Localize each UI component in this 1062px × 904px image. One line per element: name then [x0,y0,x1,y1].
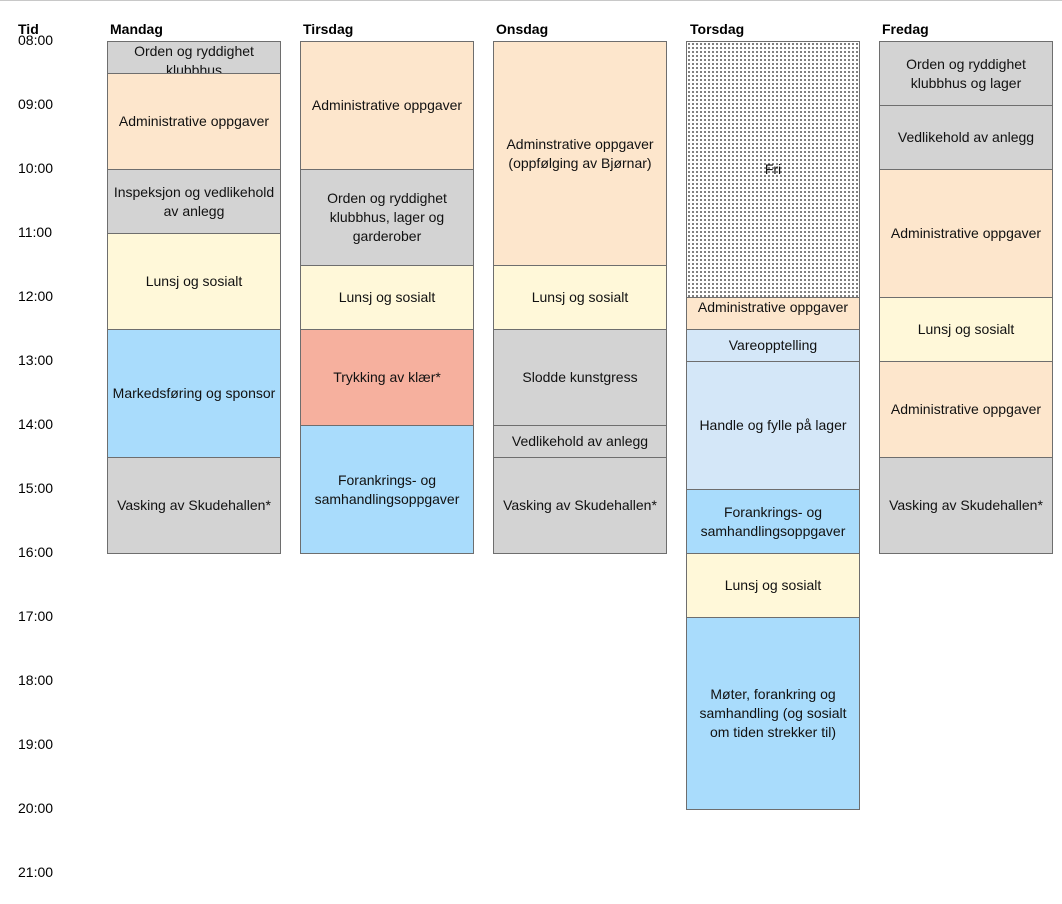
schedule-block-label: Administrative oppgaver [890,401,1042,417]
schedule-block-label: Vedlikehold av anlegg [897,129,1035,145]
schedule-block-monday: Inspeksjon og vedlikehold av anlegg [107,169,281,234]
schedule-block-thursday: Forankrings- og samhandlingsoppgaver [686,489,860,554]
schedule-block-label: Vedlikehold av anlegg [511,433,649,449]
schedule-block-thursday: Handle og fylle på lager [686,361,860,490]
schedule-block-label: Vareopptelling [728,337,818,353]
schedule-block-label: Orden og ryddighet klubbhus og lager [906,55,1026,91]
schedule-block-label: Adminstrative oppgaver (oppfølging av Bj… [506,135,654,171]
schedule-block-label: Slodde kunstgress [522,369,638,385]
schedule-block-monday: Orden og ryddighet klubbhus [107,41,281,74]
schedule-block-label: Administrative oppgaver [697,299,849,315]
schedule-block-wednesday: Vedlikehold av anlegg [493,425,667,458]
time-label: 20:00 [18,800,54,816]
schedule-block-label: Fri [764,161,782,177]
day-header-tuesday: Tirsdag [303,21,354,37]
day-header-friday: Fredag [882,21,929,37]
time-label: 10:00 [18,160,54,176]
schedule-block-tuesday: Lunsj og sosialt [300,265,474,330]
schedule-block-label: Lunsj og sosialt [145,273,243,289]
time-label: 15:00 [18,480,54,496]
schedule-block-label: Inspeksjon og vedlikehold av anlegg [113,183,275,219]
schedule-block-label: Vasking av Skudehallen* [889,497,1043,513]
schedule-block-wednesday: Vasking av Skudehallen* [493,457,667,554]
schedule-block-label: Lunsj og sosialt [917,321,1015,337]
day-header-wednesday: Onsdag [496,21,549,37]
time-label: 18:00 [18,672,54,688]
schedule-block-label: Handle og fylle på lager [699,417,847,433]
schedule-block-monday: Markedsføring og sponsor [107,329,281,458]
top-border-line [0,0,1062,1]
schedule-block-tuesday: Orden og ryddighet klubbhus, lager og ga… [300,169,474,266]
time-column-header: Tid [18,21,39,37]
time-label: 12:00 [18,288,54,304]
schedule-block-thursday: Fri [686,41,860,298]
schedule-block-label: Forankrings- og samhandlingsoppgaver [700,503,846,539]
time-label: 17:00 [18,608,54,624]
schedule-block-label: Administrative oppgaver [118,113,270,129]
schedule-block-label: Administrative oppgaver [311,97,463,113]
time-label: 08:00 [18,32,54,48]
schedule-block-friday: Lunsj og sosialt [879,297,1053,362]
schedule-block-wednesday: Slodde kunstgress [493,329,667,426]
schedule-block-tuesday: Administrative oppgaver [300,41,474,170]
schedule-block-label: Vasking av Skudehallen* [117,497,271,513]
schedule-block-label: Markedsføring og sponsor [112,385,276,401]
schedule-block-label: Trykking av klær* [333,369,441,385]
schedule-block-friday: Vedlikehold av anlegg [879,105,1053,170]
schedule-block-tuesday: Forankrings- og samhandlingsoppgaver [300,425,474,554]
schedule-block-label: Orden og ryddighet klubbhus [134,43,254,74]
schedule-block-tuesday: Trykking av klær* [300,329,474,426]
time-label: 16:00 [18,544,54,560]
schedule-block-label: Lunsj og sosialt [531,289,629,305]
schedule-block-label: Lunsj og sosialt [338,289,436,305]
schedule-block-label: Lunsj og sosialt [724,577,822,593]
time-label: 14:00 [18,416,54,432]
time-label: 11:00 [18,224,52,240]
schedule-block-friday: Orden og ryddighet klubbhus og lager [879,41,1053,106]
time-label: 09:00 [18,96,54,112]
day-header-thursday: Torsdag [690,21,745,37]
schedule-block-label: Forankrings- og samhandlingsoppgaver [314,471,460,507]
day-header-monday: Mandag [110,21,163,37]
schedule-block-monday: Lunsj og sosialt [107,233,281,330]
schedule-block-monday: Administrative oppgaver [107,73,281,170]
time-label: 19:00 [18,736,54,752]
schedule-block-thursday: Møter, forankring og samhandling (og sos… [686,617,860,810]
schedule-block-thursday: Vareopptelling [686,329,860,362]
time-label: 21:00 [18,864,54,880]
schedule-block-friday: Vasking av Skudehallen* [879,457,1053,554]
schedule-block-label: Administrative oppgaver [890,225,1042,241]
schedule-block-friday: Administrative oppgaver [879,361,1053,458]
schedule-block-label: Orden og ryddighet klubbhus, lager og ga… [327,190,447,244]
schedule-block-monday: Vasking av Skudehallen* [107,457,281,554]
schedule-block-wednesday: Lunsj og sosialt [493,265,667,330]
schedule-block-thursday: Administrative oppgaver [686,297,860,330]
schedule-block-thursday: Lunsj og sosialt [686,553,860,618]
schedule-block-label: Vasking av Skudehallen* [503,497,657,513]
schedule-block-label: Møter, forankring og samhandling (og sos… [699,686,847,740]
schedule-block-wednesday: Adminstrative oppgaver (oppfølging av Bj… [493,41,667,266]
schedule-block-friday: Administrative oppgaver [879,169,1053,298]
time-label: 13:00 [18,352,54,368]
